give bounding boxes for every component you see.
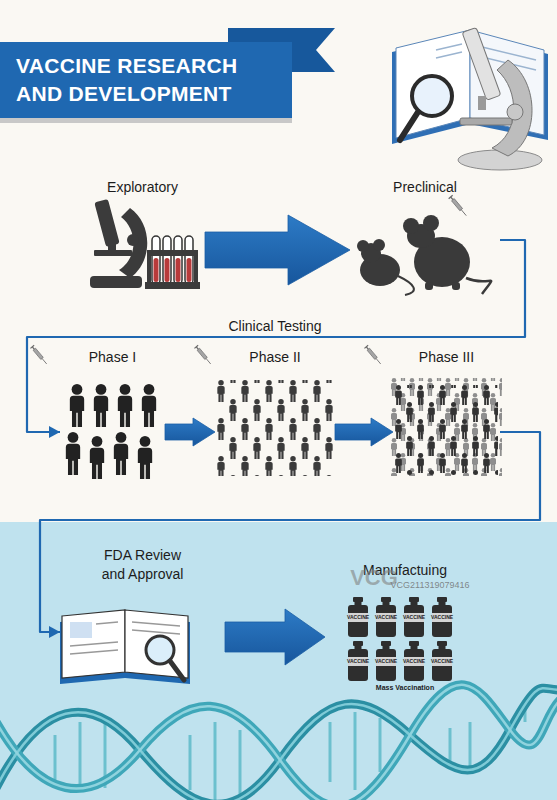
people-crowd (394, 385, 498, 475)
watermark-id: VCG211319079416 (380, 580, 480, 591)
arrow-head (49, 426, 60, 438)
block-arrow-shape (205, 215, 350, 285)
bottle-label: VACCINE (431, 657, 453, 666)
block-arrow (225, 609, 325, 665)
bottle-label: VACCINE (375, 657, 397, 666)
stage-caption: Mass Vaccination (330, 683, 480, 692)
bottle-label: VACCINE (347, 657, 369, 666)
connector-line (40, 432, 540, 632)
people-crowd (390, 378, 502, 476)
stage-heading: Phase I (63, 349, 163, 366)
microscope-illustration (458, 27, 542, 170)
stage-node: Phase II (215, 348, 335, 478)
block-arrow-shape (165, 418, 215, 446)
flow-connector (27, 240, 525, 438)
block-arrow-shape (335, 418, 393, 446)
syringe-icon (449, 195, 469, 217)
stage-node: Phase III (393, 348, 500, 478)
vaccine-bottles (348, 597, 452, 681)
microscope-icon (90, 199, 147, 288)
connector-label: Clinical Testing (175, 318, 375, 334)
syringe-icon (364, 345, 382, 365)
stage-heading: FDA Review and Approval (98, 546, 188, 584)
bottle-label: VACCINE (347, 613, 369, 622)
stage-node: FDA Review and Approval (60, 545, 225, 685)
arrow-head (49, 626, 60, 638)
connector-line (27, 240, 525, 432)
people-group (66, 384, 156, 479)
stage-node: Preclinical (350, 176, 500, 292)
background (0, 0, 557, 522)
stage-heading: Phase II (218, 349, 333, 366)
stage-heading: Preclinical (355, 179, 495, 196)
bottle-label: VACCINE (403, 657, 425, 666)
block-arrow (165, 418, 215, 446)
title-text: VACCINE RESEARCH AND DEVELOPMENT (16, 52, 278, 108)
book-icon (60, 610, 190, 684)
block-arrow (205, 215, 350, 285)
flow-connector (40, 432, 540, 638)
dna-helix (0, 685, 557, 800)
test-tube-rack (145, 236, 200, 289)
bottle-label: VACCINE (431, 613, 453, 622)
stage-node: Exploratory (80, 176, 205, 292)
people-crowd (215, 380, 337, 476)
block-arrow (335, 418, 393, 446)
stage-node: Phase I (60, 348, 165, 482)
stage-heading: Exploratory (83, 179, 203, 196)
stage-heading: Phase III (394, 349, 499, 366)
bottle-label: VACCINE (375, 613, 397, 622)
bottle-label: VACCINE (403, 613, 425, 622)
banner (0, 42, 292, 118)
block-arrow-shape (225, 609, 325, 665)
mouse-icons (357, 215, 491, 295)
syringe-icon (194, 345, 212, 365)
syringe-icon (30, 345, 48, 365)
